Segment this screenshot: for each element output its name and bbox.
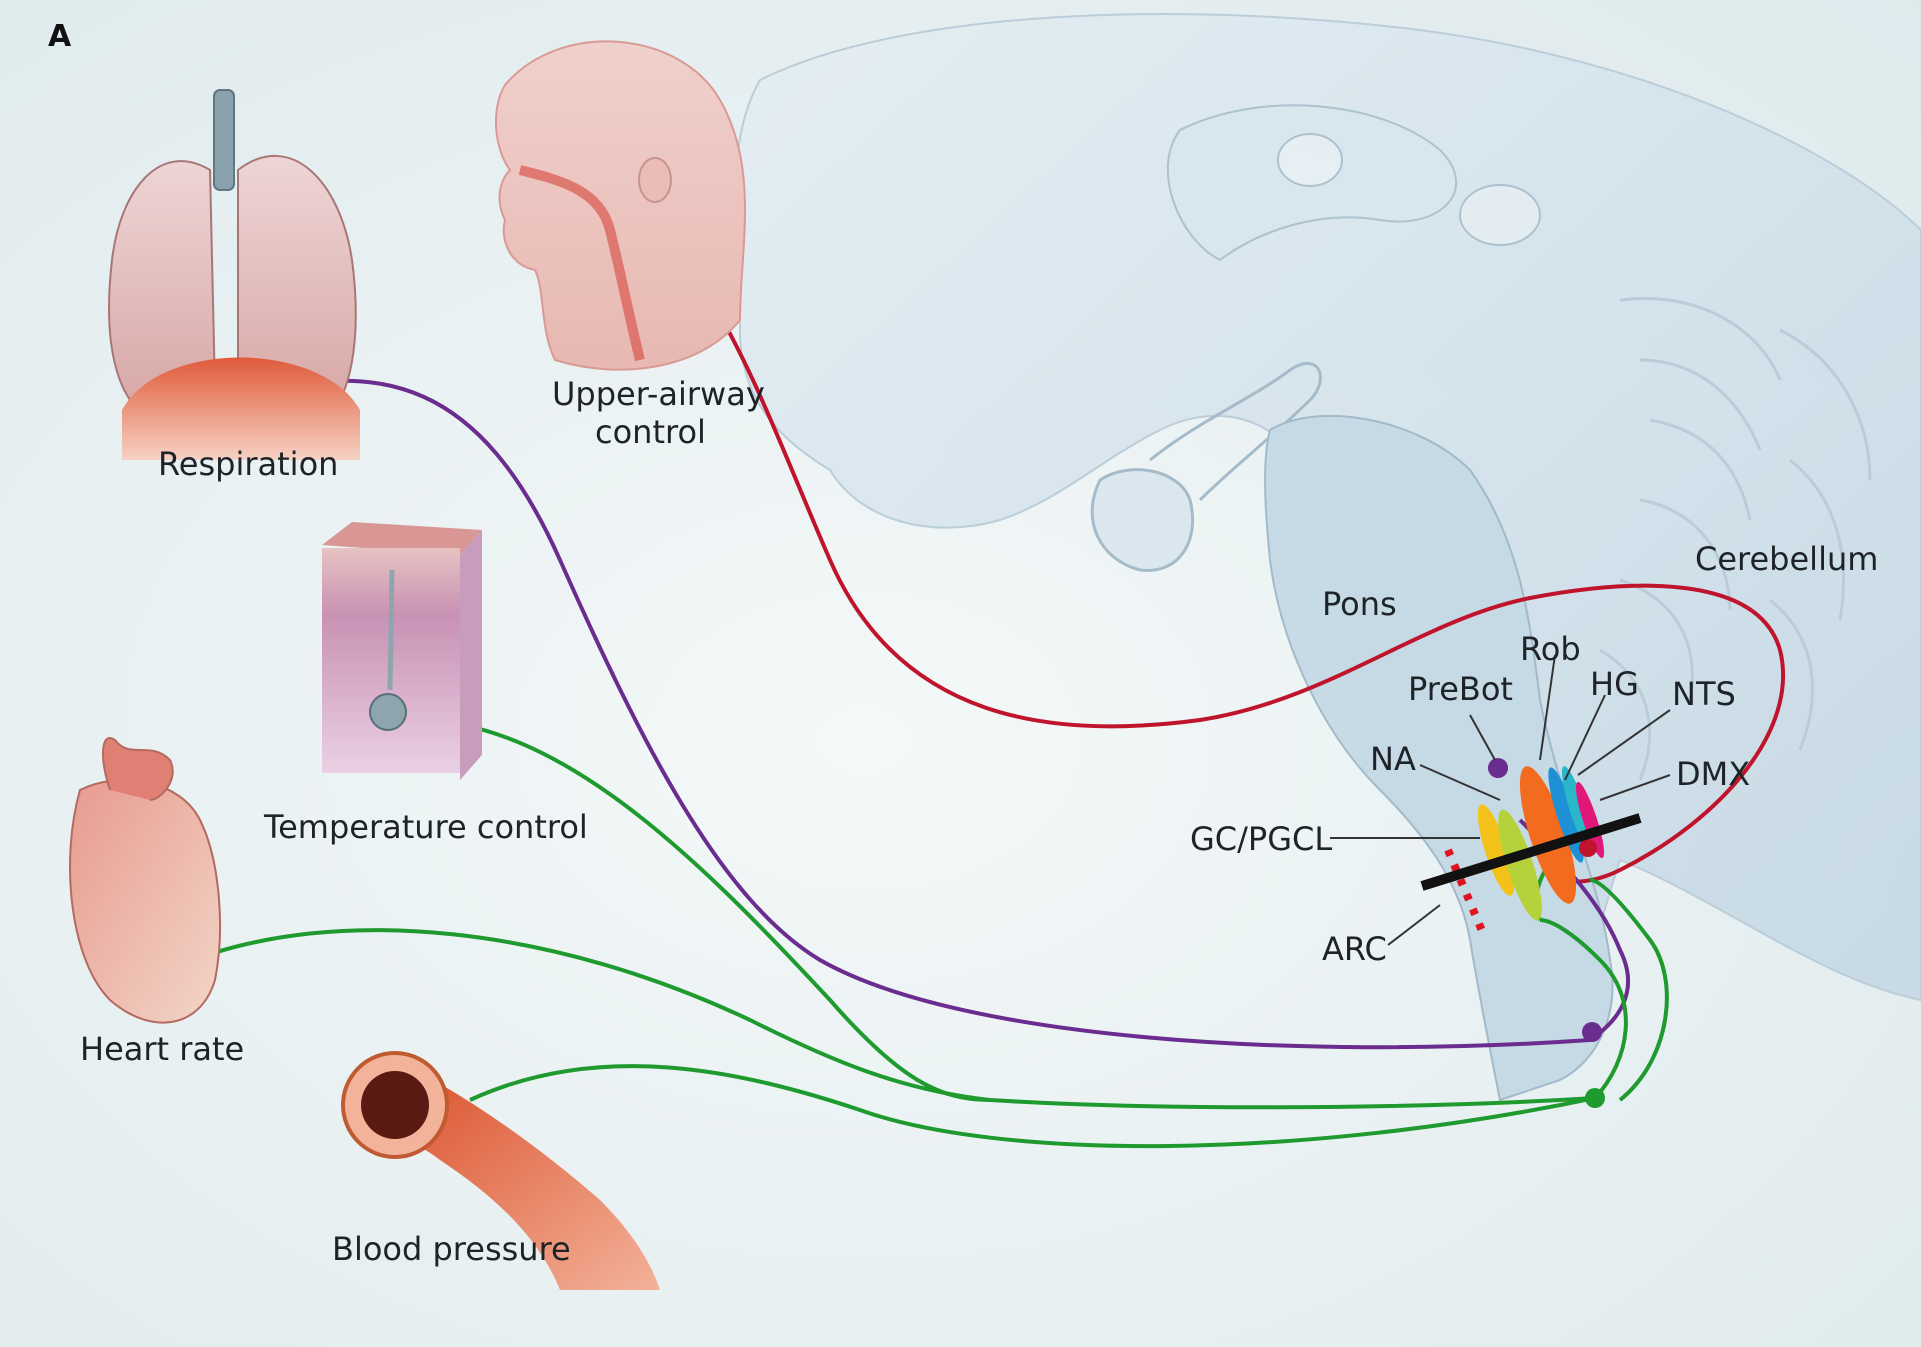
red-terminal-dot — [1579, 839, 1597, 857]
label-gc-pgcl: GC/PGCL — [1190, 820, 1332, 858]
label-upper-airway-line1: Upper-airway — [552, 375, 765, 413]
label-temperature: Temperature control — [263, 808, 588, 846]
thalamus-oval — [1278, 134, 1342, 186]
pineal-oval — [1460, 185, 1540, 245]
label-cerebellum: Cerebellum — [1695, 540, 1878, 578]
label-rob: Rob — [1520, 630, 1581, 668]
vessel-lumen — [361, 1071, 429, 1139]
prebot-dot — [1488, 758, 1508, 778]
autonomic-terminal-dot — [1585, 1088, 1605, 1108]
label-heart-rate: Heart rate — [80, 1030, 244, 1068]
trachea — [214, 90, 234, 190]
label-hg: HG — [1590, 665, 1639, 703]
label-prebot: PreBot — [1408, 670, 1513, 708]
label-respiration: Respiration — [158, 445, 338, 483]
label-blood-pressure: Blood pressure — [332, 1230, 571, 1268]
label-nts: NTS — [1672, 675, 1736, 713]
label-pons: Pons — [1322, 585, 1397, 623]
panel-label: A — [48, 19, 72, 54]
sweat-gland — [370, 694, 406, 730]
skin-block-illustration — [322, 522, 482, 780]
ear — [639, 158, 671, 202]
sweat-duct — [390, 570, 392, 690]
label-na: NA — [1370, 740, 1416, 778]
respiration-terminal-dot — [1582, 1022, 1602, 1042]
label-arc: ARC — [1322, 930, 1387, 968]
label-dmx: DMX — [1676, 755, 1750, 793]
skin-side — [460, 530, 482, 780]
label-upper-airway-line2: control — [595, 413, 706, 451]
